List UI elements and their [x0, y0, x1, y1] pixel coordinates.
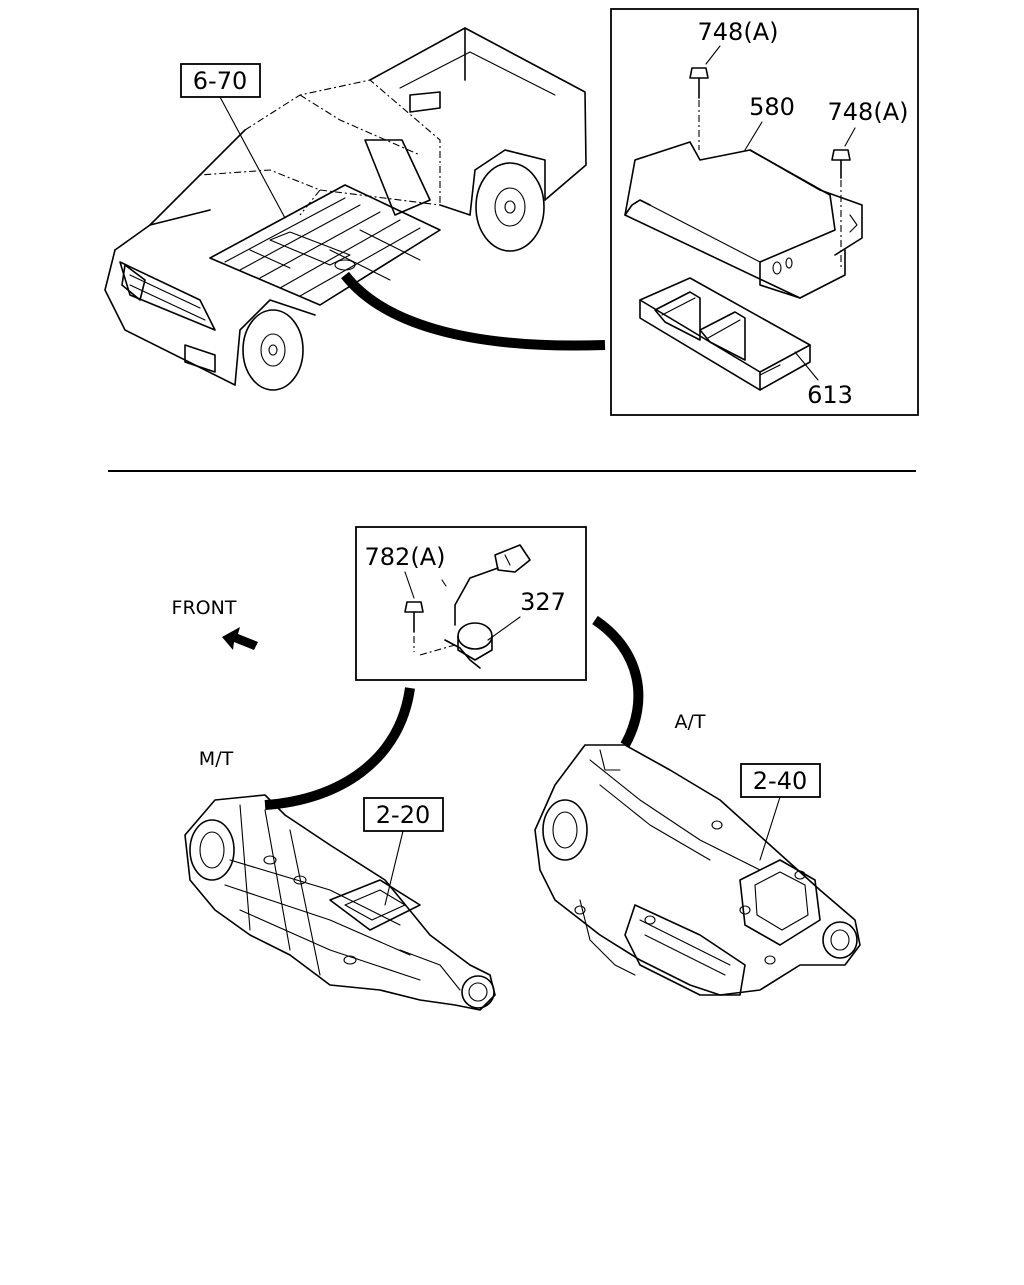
callout-2-40-leader: [759, 796, 781, 861]
callout-2-20-leader: [384, 830, 404, 906]
manual-transmission-illustration: [184, 794, 496, 1011]
callout-2-40-label: 2-40: [753, 767, 807, 795]
callout-327-label: 327: [520, 588, 566, 616]
at-label: A/T: [674, 711, 705, 733]
mt-label: M/T: [199, 748, 234, 770]
callout-2-20-box: [363, 797, 444, 832]
callout-748a-right-label: 748(A): [828, 98, 909, 126]
bolt-icon: [404, 601, 424, 652]
automatic-transmission-illustration: [534, 744, 861, 996]
link-arrow-to-mt: [264, 687, 415, 810]
callout-613-label: 613: [807, 381, 853, 409]
control-unit-module: [639, 277, 811, 391]
sensor-inset: 782(A) 327: [355, 526, 587, 681]
speed-sensor: [419, 544, 531, 669]
pickup-truck-illustration: [104, 27, 587, 391]
front-arrow-icon: [222, 627, 258, 650]
link-arrow-truck-to-unit: [341, 271, 606, 351]
bolt-icon: [689, 67, 709, 150]
callout-2-40-box: [740, 763, 821, 798]
callout-6-70: 6-70: [180, 63, 286, 219]
callout-580-label: 580: [749, 93, 795, 121]
control-unit-inset: 748(A) 748(A) 580: [610, 8, 919, 416]
sensor-inset-frame: [355, 526, 587, 681]
front-label: FRONT: [172, 597, 237, 619]
callout-613-leader: [794, 351, 819, 381]
callout-748a-right-leader: [844, 127, 856, 147]
mounting-bracket: [624, 141, 863, 299]
inset-frame: [610, 8, 919, 416]
callout-580-leader: [744, 121, 763, 151]
callout-2-20: 2-20: [363, 797, 444, 906]
callout-2-40: 2-40: [740, 763, 821, 861]
callout-6-70-leader: [219, 96, 286, 219]
callout-782a-leader: [404, 571, 415, 599]
link-arrow-to-at: [592, 615, 644, 748]
callout-327-leader: [487, 616, 521, 641]
callout-748a-left-label: 748(A): [698, 18, 779, 46]
callout-6-70-label: 6-70: [193, 67, 247, 95]
callout-782a-label: 782(A): [365, 543, 446, 571]
callout-748a-left-leader: [705, 45, 721, 65]
bolt-icon: [831, 149, 851, 270]
callout-2-20-label: 2-20: [376, 801, 430, 829]
